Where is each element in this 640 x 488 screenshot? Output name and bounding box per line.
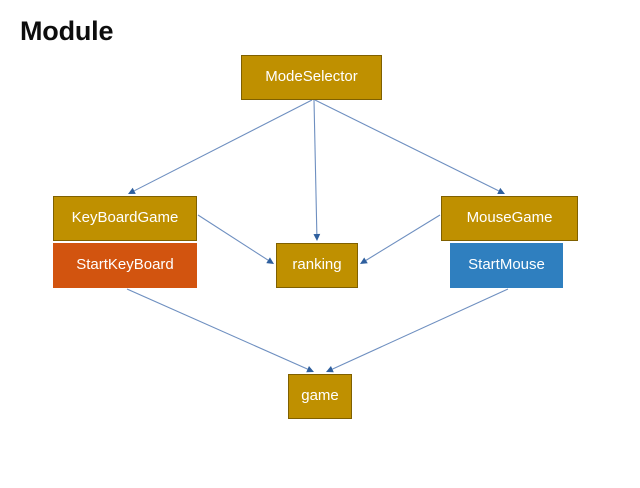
node-label: StartMouse [468,256,545,274]
arrow-head-icon [326,366,334,373]
node-startkeyboard[interactable]: StartKeyBoard [53,243,197,288]
page-title: Module [20,16,114,46]
edge-line [126,288,308,370]
edge-modeselector-to-ranking [313,99,321,241]
edge-keyboardgame-to-ranking [197,214,274,264]
arrow-head-icon [306,366,314,373]
edge-line [313,99,318,235]
node-label: game [301,387,339,405]
arrow-head-icon [360,257,368,264]
edge-startmouse-to-game [326,288,509,373]
edge-line [197,214,269,261]
node-ranking[interactable]: ranking [276,243,358,288]
node-startmouse[interactable]: StartMouse [450,243,563,288]
edge-line [133,99,313,192]
edge-modeselector-to-keyboardgame [128,99,313,194]
node-label: StartKeyBoard [76,256,174,274]
node-label: ranking [292,256,342,274]
edge-line [332,288,509,370]
node-modeselector[interactable]: ModeSelector [241,55,382,100]
arrow-head-icon [497,187,505,194]
arrow-head-icon [128,187,136,194]
edge-line [365,214,441,261]
arrow-head-icon [313,233,321,241]
arrow-head-icon [266,257,274,264]
node-game[interactable]: game [288,374,352,419]
edge-startkeyboard-to-game [126,288,314,373]
node-label: MouseGame [466,209,553,227]
node-keyboardgame[interactable]: KeyBoardGame [53,196,197,241]
node-label: KeyBoardGame [71,209,179,227]
edge-mousegame-to-ranking [360,214,441,264]
node-label: ModeSelector [265,68,358,86]
edge-line [314,99,499,192]
node-mousegame[interactable]: MouseGame [441,196,578,241]
edge-modeselector-to-mousegame [314,99,505,194]
